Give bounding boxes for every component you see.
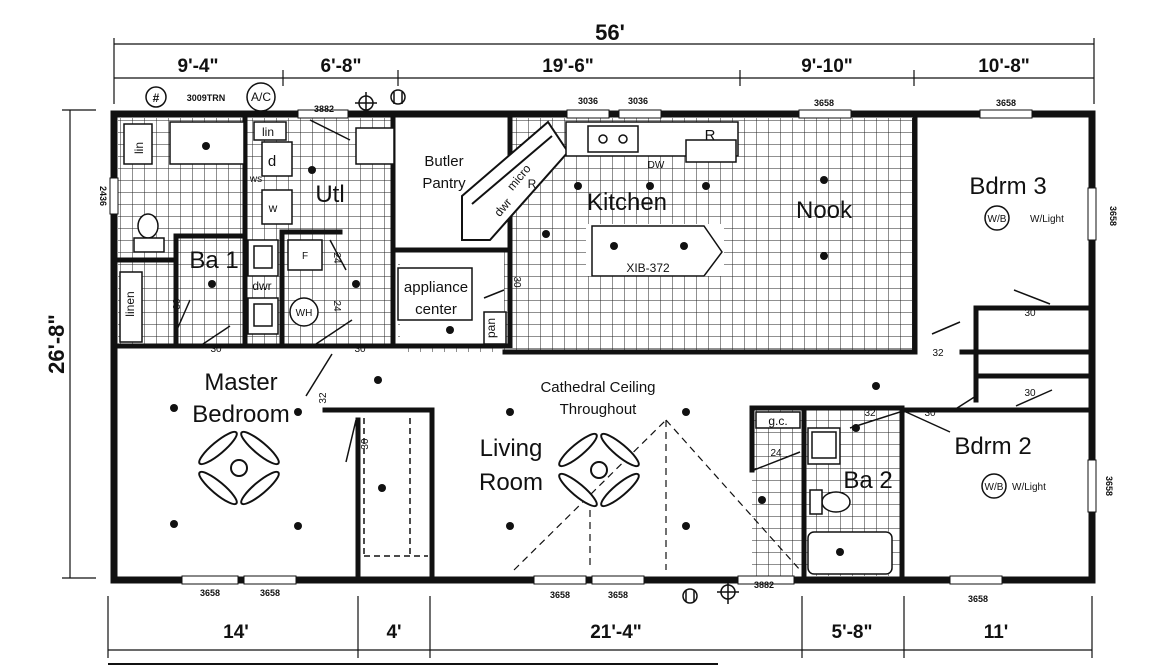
window-label: 3658 xyxy=(814,98,834,108)
room-label-appliance-center: center xyxy=(415,301,457,318)
appliance-center xyxy=(397,267,507,345)
top-dim-3: 19'-6" xyxy=(542,56,594,77)
wlight-label-bdrm2: W/Light xyxy=(1012,482,1046,493)
svg-text:24: 24 xyxy=(331,300,342,312)
door-size-labels: 30 30 30 24 24 30 32 32 30 30 32 30 24 3… xyxy=(172,252,1036,459)
linen-label: linen xyxy=(123,291,137,316)
room-label-ba1: Ba 1 xyxy=(189,247,238,274)
svg-text:30: 30 xyxy=(210,344,222,355)
gc-label: g.c. xyxy=(768,414,787,428)
window-label: 3658 xyxy=(260,588,280,598)
dishwasher-label: DW xyxy=(648,160,665,171)
room-label-butler-pantry: Pantry xyxy=(422,175,466,192)
room-label-master: Master xyxy=(204,369,277,396)
pantry-label: pan xyxy=(484,318,498,338)
svg-text:30: 30 xyxy=(1024,308,1036,319)
window-label: 3658 xyxy=(608,590,628,600)
svg-text:24: 24 xyxy=(331,252,342,264)
furnace-label: F xyxy=(302,251,308,262)
ceiling-fan-living xyxy=(558,432,640,508)
window-label: 3658 xyxy=(968,594,988,604)
window-label: 3658 xyxy=(996,98,1016,108)
dimension-lines xyxy=(62,38,1095,665)
room-label-utl: Utl xyxy=(315,181,344,208)
room-label-living: Living xyxy=(480,435,543,462)
range-label: R xyxy=(528,177,537,191)
cathedral-note: Cathedral Ceiling xyxy=(540,379,655,396)
svg-text:30: 30 xyxy=(354,344,366,355)
bottom-dim-5: 11' xyxy=(984,622,1009,643)
wb-label-bdrm3: W/B xyxy=(988,214,1007,225)
window-label: 3658 xyxy=(200,588,220,598)
island-label: XIB-372 xyxy=(626,261,670,275)
overall-length-label: 56' xyxy=(595,20,625,45)
lin-label: lin xyxy=(132,142,146,154)
light-fixtures xyxy=(170,142,880,556)
bath1-fixtures xyxy=(119,121,279,343)
svg-text:30: 30 xyxy=(511,276,522,288)
bottom-dim-4: 5'-8" xyxy=(832,622,873,643)
window-label: 3658 xyxy=(550,590,570,600)
door-code-label: 3009TRN xyxy=(187,93,226,103)
svg-text:32: 32 xyxy=(318,392,329,404)
window-label: 3658 xyxy=(1104,476,1114,496)
window-label: 3882 xyxy=(314,104,334,114)
exterior-symbols xyxy=(145,82,1010,604)
svg-text:30: 30 xyxy=(1024,388,1036,399)
hash-symbol: # xyxy=(153,91,160,105)
utl-lin-label: lin xyxy=(262,125,274,139)
svg-text:30: 30 xyxy=(360,438,371,450)
window-label: 2436 xyxy=(98,186,108,206)
kitchen-counter xyxy=(565,121,739,163)
bath2-fixtures xyxy=(755,411,893,575)
window-label: 3036 xyxy=(628,96,648,106)
room-label-master: Bedroom xyxy=(192,401,289,428)
svg-text:30: 30 xyxy=(172,298,183,310)
door-swings xyxy=(175,119,1053,471)
svg-text:32: 32 xyxy=(932,348,944,359)
svg-text:30: 30 xyxy=(924,408,936,419)
top-dim-4: 9'-10" xyxy=(801,56,853,77)
ceiling-fan-master xyxy=(198,430,280,506)
water-heater-label: WH xyxy=(296,308,313,319)
micro-range-unit xyxy=(461,120,570,241)
room-label-kitchen: Kitchen xyxy=(587,189,667,216)
closet-inner-walls xyxy=(363,418,428,557)
dwr-label: dwr xyxy=(252,279,271,293)
windows xyxy=(109,109,1097,585)
refrigerator-label: R xyxy=(705,127,716,144)
svg-text:24: 24 xyxy=(770,448,782,459)
ws-label: ws xyxy=(249,174,262,185)
overall-width-label: 26'-8" xyxy=(44,314,69,374)
room-label-living: Room xyxy=(479,469,543,496)
top-dim-5: 10'-8" xyxy=(978,56,1030,77)
dryer-label: d xyxy=(268,153,276,170)
room-label-appliance-center: appliance xyxy=(404,279,468,296)
room-label-bdrm3: Bdrm 3 xyxy=(969,173,1046,200)
room-label-butler-pantry: Butler xyxy=(424,153,463,170)
top-dim-2: 6'-8" xyxy=(321,56,362,77)
bottom-dim-1: 14' xyxy=(223,622,249,643)
window-label: 3658 xyxy=(1108,206,1118,226)
window-label: 3882 xyxy=(754,580,774,590)
wlight-label-bdrm3: W/Light xyxy=(1030,214,1064,225)
kitchen-island xyxy=(591,225,723,277)
washer-label: w xyxy=(268,201,278,215)
window-label: 3036 xyxy=(578,96,598,106)
bottom-dim-3: 21'-4" xyxy=(590,622,642,643)
bottom-dim-2: 4' xyxy=(386,622,401,643)
room-label-ba2: Ba 2 xyxy=(843,467,892,494)
cathedral-ceiling-lines xyxy=(513,419,801,571)
svg-text:32: 32 xyxy=(864,408,876,419)
ac-symbol: A/C xyxy=(251,90,271,104)
room-label-nook: Nook xyxy=(796,197,853,224)
cathedral-note: Throughout xyxy=(560,401,638,418)
top-dim-1: 9'-4" xyxy=(178,56,219,77)
wb-label-bdrm2: W/B xyxy=(985,482,1004,493)
room-label-bdrm2: Bdrm 2 xyxy=(954,433,1031,460)
utility-fixtures xyxy=(253,121,395,327)
